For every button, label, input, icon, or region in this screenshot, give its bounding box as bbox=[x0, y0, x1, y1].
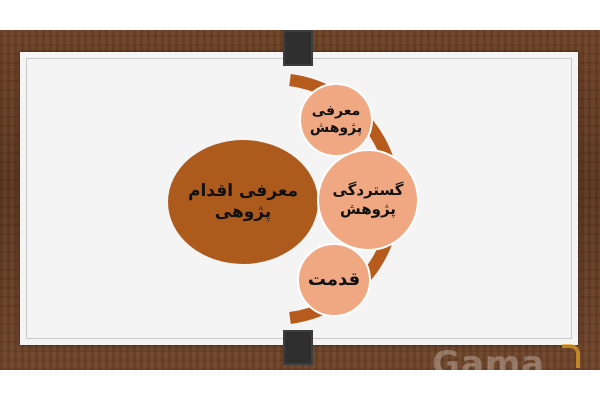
item-label-2: قدمت bbox=[307, 268, 361, 290]
bottom-binder-clip bbox=[283, 330, 313, 365]
watermark-hook-icon bbox=[562, 344, 580, 368]
item-label-0: معرفی پژوهش bbox=[309, 102, 363, 137]
main-node-label: معرفی اقدام پژوهی bbox=[188, 180, 299, 222]
item-node-shape-1 bbox=[317, 149, 419, 251]
item-node-shape-0 bbox=[299, 83, 373, 157]
top-binder-clip bbox=[283, 30, 313, 66]
item-label-1: گستردگی پژوهش bbox=[332, 181, 404, 218]
watermark-logo: Gama bbox=[432, 344, 546, 384]
item-node-shape-2 bbox=[297, 243, 371, 317]
main-node-shape bbox=[168, 140, 318, 264]
